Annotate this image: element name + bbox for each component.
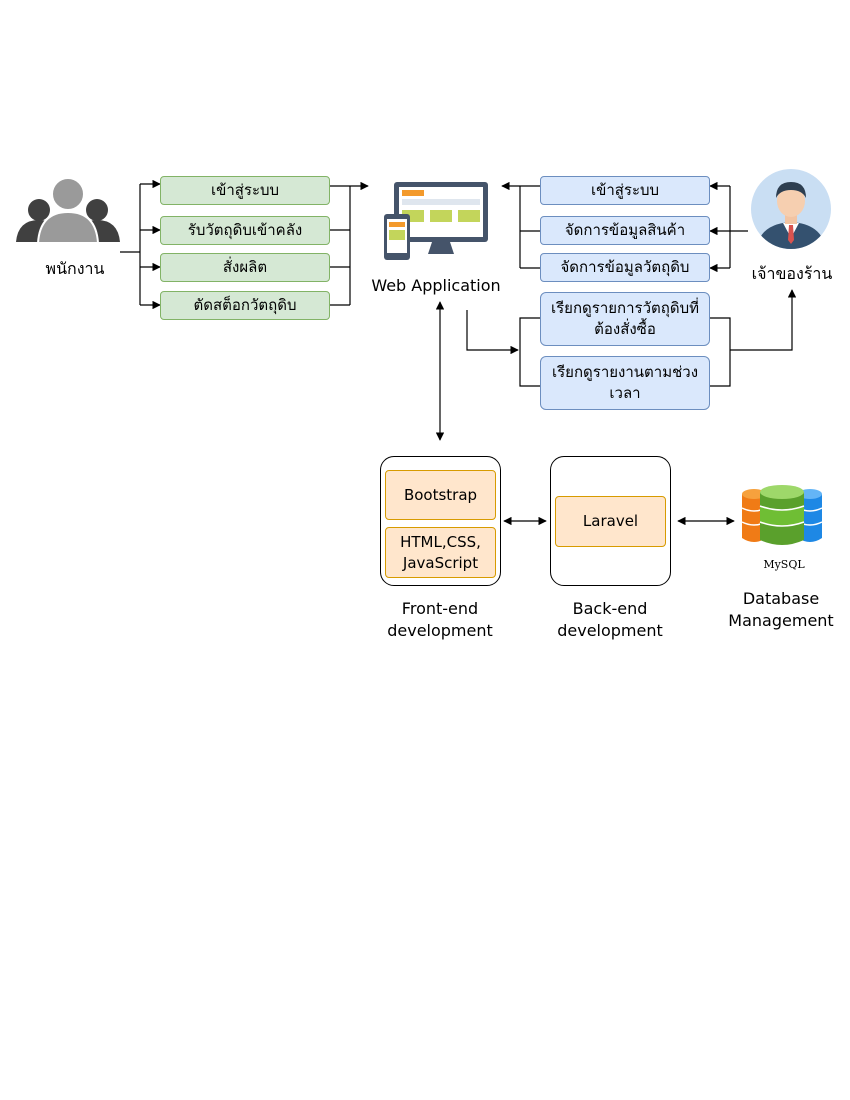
reports-right-bracket [710,317,731,387]
owner-login-box: เข้าสู่ระบบ [540,176,710,205]
owner-functions-collector [519,185,540,269]
reports-to-owner-arrow [730,289,797,351]
owner-manage-product-box: จัดการข้อมูลสินค้า [540,216,710,245]
owner-avatar-icon [751,169,831,249]
reports-left-bracket [519,317,540,387]
employee-group-icon [16,177,120,244]
report-purchase-list-box: เรียกดูรายการวัตถุดิบที่ต้องสั่งซื้อ [540,292,710,346]
database-label: Database Management [728,589,834,630]
web-application-icon [384,182,488,260]
report-by-period-box: เรียกดูรายงานตามช่วงเวลา [540,356,710,410]
emp-login-box: เข้าสู่ระบบ [160,176,330,205]
html-css-js-box: HTML,CSS, JavaScript [385,527,496,578]
laravel-box: Laravel [555,496,666,547]
emp-cut-stock-box: ตัดสต็อกวัตถุดิบ [160,291,330,320]
frontend-label: Front-end development [387,599,493,640]
owner-label: เจ้าของร้าน [751,264,833,283]
web-application-label: Web Application [371,276,501,295]
web-to-reports-line [466,310,519,355]
owner-manage-material-box: จัดการข้อมูลวัตถุดิบ [540,253,710,282]
employee-label: พนักงาน [45,259,105,278]
emp-receive-material-box: รับวัตถุดิบเข้าคลัง [160,216,330,245]
backend-label: Back-end development [557,599,663,640]
mysql-icon-text: MySQL [763,558,805,571]
mysql-database-icon [741,485,823,545]
emp-production-order-box: สั่งผลิต [160,253,330,282]
bootstrap-box: Bootstrap [385,470,496,520]
emp-functions-collector [330,186,351,306]
